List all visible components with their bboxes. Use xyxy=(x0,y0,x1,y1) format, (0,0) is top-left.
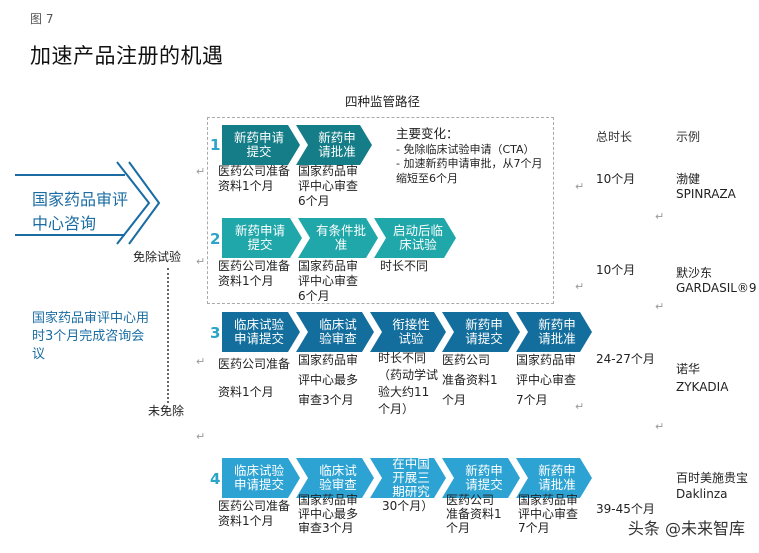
step-chevron: 新药申请批准 xyxy=(296,125,372,165)
step-note: 国家药品审评中心最多审查3个月 xyxy=(298,493,359,535)
step-note: 30个月） xyxy=(382,499,434,513)
step-note: 医药公司准备资料1个月 xyxy=(218,259,291,288)
step-chevron: 新药申请批准 xyxy=(516,312,592,352)
return-mark-icon: ↵ xyxy=(575,280,585,293)
example: 默沙东 GARDASIL®9 xyxy=(676,266,757,295)
example: 百时美施贵宝 Daklinza xyxy=(676,471,749,501)
step-chevron: 新药申请提交 xyxy=(222,218,302,258)
step-note: 医药公司准备资料1个月 xyxy=(446,493,502,535)
return-mark-icon: ↵ xyxy=(575,400,585,413)
total-duration: 39-45个月 xyxy=(596,502,655,516)
row-number: 4 xyxy=(210,470,221,488)
col-total: 总时长 xyxy=(596,130,633,144)
changes-title: 主要变化： xyxy=(396,126,459,141)
step-chevron: 衔接性试验 xyxy=(370,312,446,352)
return-mark-icon: ↵ xyxy=(196,165,206,178)
return-mark-icon: ↵ xyxy=(196,430,206,443)
fast-track-box xyxy=(207,117,554,304)
consult-arrow-line-2 xyxy=(15,234,125,236)
consult-arrow-line xyxy=(15,174,125,176)
step-note: 国家药品审评中心审查7个月 xyxy=(516,353,577,407)
example: 诺华 ZYKADIA xyxy=(676,362,729,394)
change-item: - 免除临床试验申请（CTA） xyxy=(396,143,535,156)
not-exempt-label: 未免除 xyxy=(148,404,185,418)
step-note: 国家药品审评中心审查7个月 xyxy=(518,493,579,535)
col-example: 示例 xyxy=(676,130,701,144)
change-item: - 加速新药申请审批，从7个月缩短至6个月 xyxy=(396,157,543,185)
row-number: 2 xyxy=(210,230,221,248)
step-chevron: 新药申请提交 xyxy=(442,458,520,498)
step-chevron: 新药申请提交 xyxy=(442,312,520,352)
total-duration: 10个月 xyxy=(596,263,636,277)
step-chevron: 新药申请批准 xyxy=(516,458,592,498)
step-note: 医药公司准备资料1个月 xyxy=(218,499,291,528)
step-chevron: 临床试验审查 xyxy=(296,312,374,352)
branch-dotted-line xyxy=(167,268,169,403)
return-mark-icon: ↵ xyxy=(655,420,665,433)
figure-label: 图 7 xyxy=(30,12,54,26)
return-mark-icon: ↵ xyxy=(655,300,665,313)
return-mark-icon: ↵ xyxy=(196,355,206,368)
step-note: 国家药品审评中心最多审查3个月 xyxy=(298,353,359,407)
return-mark-icon: ↵ xyxy=(575,180,585,193)
page-title: 加速产品注册的机遇 xyxy=(30,44,224,68)
row-number: 1 xyxy=(210,136,221,154)
step-chevron: 启动后临床试验 xyxy=(374,218,456,258)
chevron-arrow-icon xyxy=(116,161,160,245)
step-chevron: 在中国开展三期研究 xyxy=(370,458,446,498)
step-note: 时长不同（药动学试验大约11个月） xyxy=(378,351,439,416)
step-note: 国家药品审评中心审查6个月 xyxy=(298,259,359,303)
watermark: 头条 @未来智库 xyxy=(627,519,745,538)
step-chevron: 有条件批准 xyxy=(298,218,378,258)
step-chevron: 新药申请提交 xyxy=(222,125,300,165)
paths-title: 四种监管路径 xyxy=(345,94,421,109)
total-duration: 10个月 xyxy=(596,172,636,186)
meeting-label: 国家药品审评中心用时3个月完成咨询会议 xyxy=(32,311,150,362)
example: 渤健 SPINRAZA xyxy=(676,172,736,201)
step-note: 医药公司准备资料1个月 xyxy=(218,357,291,399)
step-chevron: 临床试验申请提交 xyxy=(222,458,300,498)
total-duration: 24-27个月 xyxy=(596,352,655,366)
consult-label: 国家药品审评中心咨询 xyxy=(32,190,129,233)
return-mark-icon: ↵ xyxy=(655,210,665,223)
step-chevron: 临床试验审查 xyxy=(296,458,374,498)
step-chevron: 临床试验申请提交 xyxy=(222,312,300,352)
return-mark-icon: ↵ xyxy=(196,255,206,268)
step-note: 时长不同 xyxy=(380,259,429,273)
exempt-label: 免除试验 xyxy=(133,250,182,264)
step-note: 医药公司准备资料1个月 xyxy=(218,164,291,193)
row-number: 3 xyxy=(210,324,221,342)
step-note: 国家药品审评中心审查6个月 xyxy=(298,164,359,208)
step-note: 医药公司准备资料1个月 xyxy=(442,353,498,407)
